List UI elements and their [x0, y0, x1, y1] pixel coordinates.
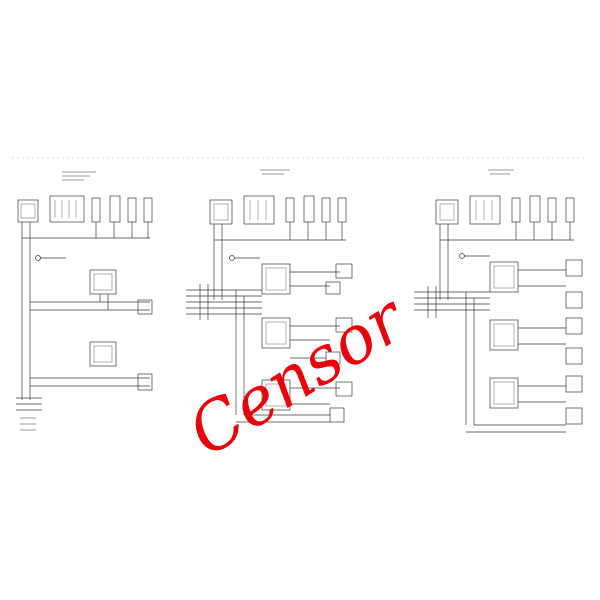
relay-block — [489, 261, 519, 293]
connector-block — [435, 199, 459, 225]
wiring-lines — [12, 157, 588, 433]
module-block — [469, 195, 501, 225]
relay-block — [261, 379, 291, 411]
section-center — [186, 169, 353, 423]
relay-block — [261, 317, 291, 349]
section-left — [16, 171, 153, 431]
relay-block — [261, 263, 291, 295]
relay-block — [489, 377, 519, 409]
section-right — [414, 169, 583, 433]
module-block — [243, 195, 275, 225]
relay-block — [89, 269, 117, 295]
connector-block — [209, 199, 233, 225]
module-block — [49, 195, 85, 223]
connector-block — [17, 199, 39, 223]
censor-watermark: Censor — [175, 279, 420, 472]
relay-block — [489, 319, 519, 351]
relay-block — [89, 341, 117, 367]
